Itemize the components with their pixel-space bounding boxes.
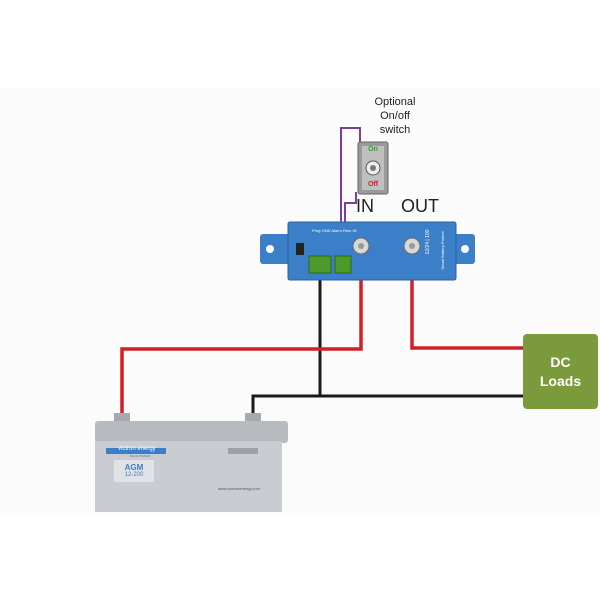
dc-loads-box: DC Loads [523,334,598,409]
battery [95,413,288,512]
switch-on-text: On [368,146,378,153]
battery-website: www.victronenergy.com [218,486,260,491]
pin-in: IN [352,228,357,233]
battery-type: AGM [124,463,144,472]
onoff-switch [357,141,389,195]
switch-label: Optional On/off switch [374,96,416,136]
diagram-canvas [95,127,523,512]
battery-tagline: BLUE POWER [130,454,151,458]
protect-pin-labels: Prog GND Alarm Rem IN [312,228,362,233]
pin-prog: Prog [312,228,321,233]
pin-rem: Rem [342,228,352,233]
protect-name: Smart Battery Protect [440,231,445,270]
in-label: IN [356,196,374,216]
pin-gnd: GND [321,228,331,233]
pin-alarm: Alarm [331,228,342,233]
battery-model: 12-200 [124,472,144,478]
battery-protect-device [260,221,475,281]
out-label: OUT [401,196,439,216]
switch-off-text: Off [367,181,379,188]
protect-side-text: 12/24 | 100 [425,229,431,255]
battery-brand: victron energy [118,446,156,452]
dc-loads-label: DC Loads [539,353,582,389]
negative-wires [251,276,523,420]
